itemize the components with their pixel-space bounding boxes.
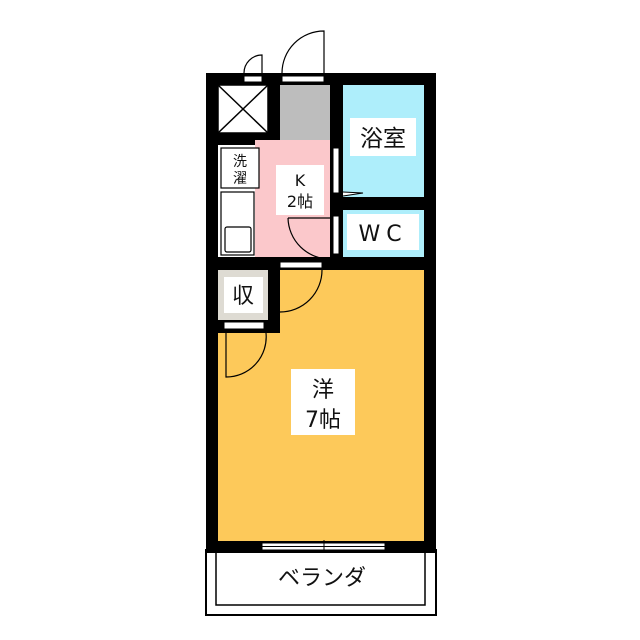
western-door-swing — [279, 269, 323, 313]
laundry-label-2: 濯 — [233, 171, 247, 187]
entrance-door — [281, 30, 325, 74]
wc-label: WC — [358, 222, 407, 247]
western-label: 洋 — [312, 378, 334, 403]
entrance — [280, 85, 330, 140]
storage-label: 収 — [232, 284, 254, 309]
stove-icon — [224, 226, 252, 253]
kitchen-label: K — [295, 171, 306, 190]
balcony — [205, 549, 437, 616]
western-size: 7帖 — [305, 408, 341, 433]
laundry-label-1: 洗 — [233, 154, 247, 170]
laundry-door — [243, 54, 263, 74]
balcony-label: ベランダ — [278, 566, 366, 591]
kitchen-door-swing — [287, 217, 331, 260]
storage-door-swing — [225, 332, 267, 378]
bath-label: 浴室 — [360, 126, 406, 152]
kitchen-size: 2帖 — [287, 192, 313, 211]
